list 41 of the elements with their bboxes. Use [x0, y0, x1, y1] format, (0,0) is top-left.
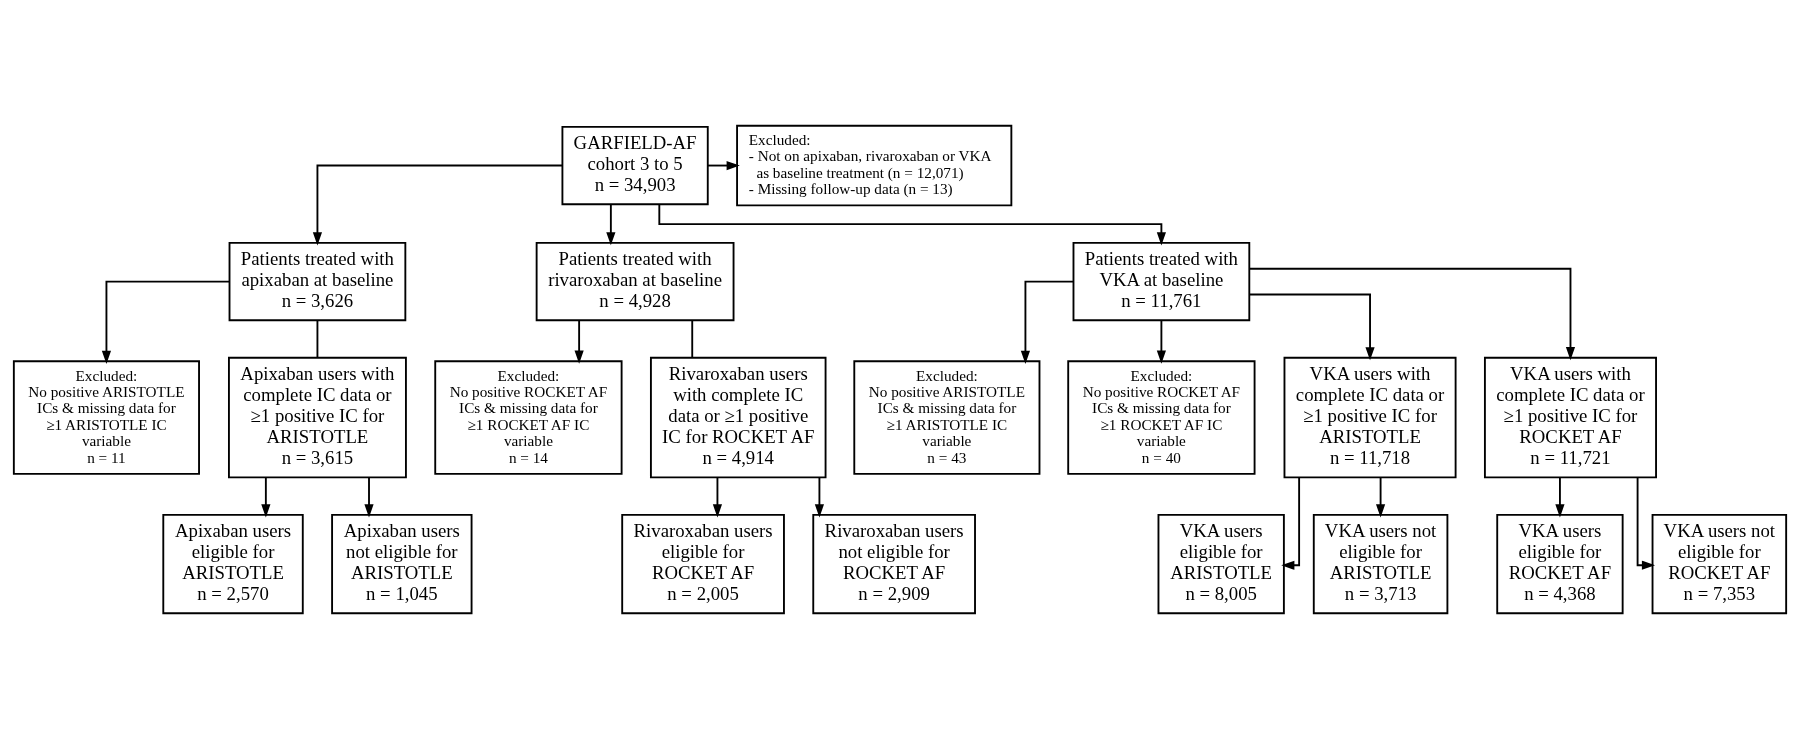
- arrow: [574, 319, 584, 364]
- arrow: [1281, 476, 1301, 570]
- arrow: [1248, 293, 1375, 360]
- node-box: Rivaroxaban users eligible for ROCKET AF n = 2,005: [621, 513, 785, 614]
- node-box: VKA users eligible for ROCKET AF n = 4,368: [1496, 513, 1624, 614]
- node-box: Excluded: - Not on apixaban, rivaroxaban or VKA as baseline treatment (n = 12,071) - Missing follow-up data (n = 13): [736, 124, 1013, 206]
- node-box: VKA users not eligible for ARISTOTLE n = 3,713: [1312, 513, 1449, 614]
- node-box: Excluded: No positive ROCKET AF ICs & missing data for ≥1 ROCKET AF IC variable n = 14: [434, 359, 623, 475]
- arrow: [706, 160, 740, 170]
- connector: [691, 319, 694, 358]
- arrow: [1156, 319, 1166, 364]
- node-box: Patients treated with apixaban at baseline n = 3,626: [228, 241, 407, 321]
- node-box: Apixaban users with complete IC data or ≥1 positive IC for ARISTOTLE n = 3,615: [228, 356, 407, 478]
- node-box: GARFIELD-AF cohort 3 to 5 n = 34,903: [561, 125, 709, 205]
- arrow: [1248, 267, 1576, 360]
- arrow: [101, 280, 231, 364]
- node-box: Apixaban users eligible for ARISTOTLE n = 2,570: [162, 513, 304, 614]
- node-box: Excluded: No positive ROCKET AF ICs & missing data for ≥1 ROCKET AF IC variable n = 40: [1067, 359, 1256, 475]
- node-box: Apixaban users not eligible for ARISTOTLE n = 1,045: [331, 513, 473, 614]
- node-box: Patients treated with rivaroxaban at baseline n = 4,928: [535, 241, 735, 321]
- node-box: Rivaroxaban users not eligible for ROCKET AF n = 2,909: [812, 513, 976, 614]
- arrow: [364, 476, 374, 517]
- node-box: Excluded: No positive ARISTOTLE ICs & missing data for ≥1 ARISTOTLE IC variable n = 11: [12, 359, 200, 475]
- arrow: [312, 164, 564, 245]
- node-box: Patients treated with VKA at baseline n = 11,761: [1072, 241, 1251, 321]
- node-box: VKA users with complete IC data or ≥1 positive IC for ARISTOTLE n = 11,718: [1283, 356, 1457, 478]
- arrow: [261, 476, 271, 517]
- connector: [316, 319, 319, 358]
- arrow: [814, 476, 825, 517]
- node-box: VKA users eligible for ARISTOTLE n = 8,005: [1157, 513, 1285, 614]
- node-box: VKA users not eligible for ROCKET AF n = 7,353: [1651, 513, 1788, 614]
- arrow: [712, 476, 723, 517]
- arrow: [658, 202, 1166, 245]
- arrow: [1376, 476, 1386, 517]
- node-box: VKA users with complete IC data or ≥1 positive IC for ROCKET AF n = 11,721: [1483, 356, 1657, 478]
- node-box: Excluded: No positive ARISTOTLE ICs & missing data for ≥1 ARISTOTLE IC variable n = 43: [853, 359, 1041, 475]
- arrow: [1555, 476, 1565, 517]
- arrow: [1020, 280, 1075, 364]
- arrow: [1636, 476, 1656, 570]
- arrow: [606, 203, 616, 245]
- node-box: Rivaroxaban users with complete IC data or ≥1 positive IC for ROCKET AF n = 4,914: [649, 356, 827, 478]
